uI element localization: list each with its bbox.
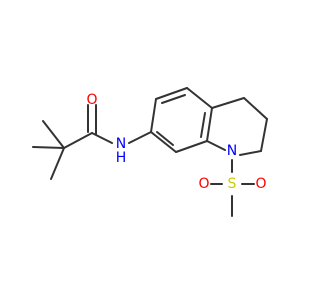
aromatic-bond-3 (186, 87, 213, 109)
aromatic-bond-5 (175, 140, 208, 153)
sulfur-label: S (228, 176, 237, 192)
methyl-bond-bottom (50, 147, 65, 180)
aromatic-bond-2 (155, 87, 188, 100)
ring-bond-c3-to-c2 (260, 118, 268, 152)
bonds (32, 87, 268, 217)
aromatic-inner-bond-3 (156, 131, 174, 146)
aromatic-bond-6 (150, 131, 177, 153)
amide-n-to-ring-bond (128, 131, 152, 144)
tert-butyl-to-carbonyl-bond (63, 132, 93, 149)
chemical-structure: O N H N S O O (32, 87, 268, 217)
ring-bond-c4a-to-c4 (211, 97, 245, 109)
aromatic-inner-bond-2 (200, 112, 206, 138)
methyl-bond-top-left (42, 120, 65, 149)
aromatic-inner-bond-1 (161, 94, 186, 104)
amide-nitrogen-label: N (116, 136, 126, 152)
atom-labels: O N H N S O O (86, 92, 266, 192)
ring-bond-c4-to-c3 (243, 97, 268, 120)
amide-hydrogen-label: H (116, 150, 127, 166)
ring-bond-n1-to-c8a (206, 140, 226, 151)
amide-oxygen-label: O (86, 92, 97, 108)
methyl-bond-left (32, 146, 65, 149)
ring-nitrogen-label: N (227, 143, 237, 159)
aromatic-bond-1 (150, 98, 157, 133)
sulfonyl-oxygen-right-label: O (255, 176, 266, 192)
carbonyl-to-amide-n-bond (91, 132, 113, 144)
ring-bond-c2-to-n1 (239, 150, 262, 156)
sulfonyl-oxygen-left-label: O (198, 176, 209, 192)
aromatic-bond-4 (206, 107, 213, 142)
